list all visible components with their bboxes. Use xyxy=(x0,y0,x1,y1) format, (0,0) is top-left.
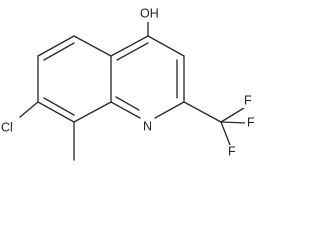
bond-c2-cf3 xyxy=(183,101,222,123)
hydroxyl-label: OH xyxy=(140,6,159,20)
n-label-bg xyxy=(140,120,156,134)
bond-c7-cl xyxy=(19,101,39,118)
fluorine-label-top: F xyxy=(244,93,252,107)
bond-c2-n1 xyxy=(154,101,185,119)
bond-c7-c8 xyxy=(37,101,75,123)
bond-c8-c8a xyxy=(73,101,112,123)
bond-n1-c8a xyxy=(110,101,141,119)
bond-layer xyxy=(19,21,247,161)
f3-label-bg xyxy=(226,145,238,159)
f2-label-bg xyxy=(245,116,257,130)
f1-label-bg xyxy=(242,94,254,108)
oh-label-bg xyxy=(138,6,160,22)
chemical-structure-canvas: OH Cl N F F F xyxy=(0,6,257,161)
bond-cf3-f-right xyxy=(220,121,247,124)
nitrogen-label: N xyxy=(143,119,152,133)
bond-c4a-c4 xyxy=(110,35,149,57)
bond-c4-c3 xyxy=(147,35,185,57)
molecule-svg: OH Cl N F F F xyxy=(0,6,257,161)
fluorine-label-right: F xyxy=(247,115,255,129)
bond-c4a-c5 xyxy=(73,35,112,57)
bond-cf3-f-top xyxy=(220,107,245,123)
cl-label-bg xyxy=(0,120,16,136)
chlorine-label: Cl xyxy=(1,120,13,134)
atom-label-layer: OH Cl N F F F xyxy=(0,6,257,159)
bond-c4a-c4-double xyxy=(116,42,149,61)
fluorine-label-bottom: F xyxy=(228,144,236,158)
bond-c5-c6 xyxy=(37,35,75,57)
bond-cf3-f-bottom xyxy=(220,121,231,146)
bond-c7-c8-double xyxy=(43,97,75,116)
bond-c5-c6-double xyxy=(43,42,75,61)
bond-n1-c8a-double xyxy=(115,96,140,111)
